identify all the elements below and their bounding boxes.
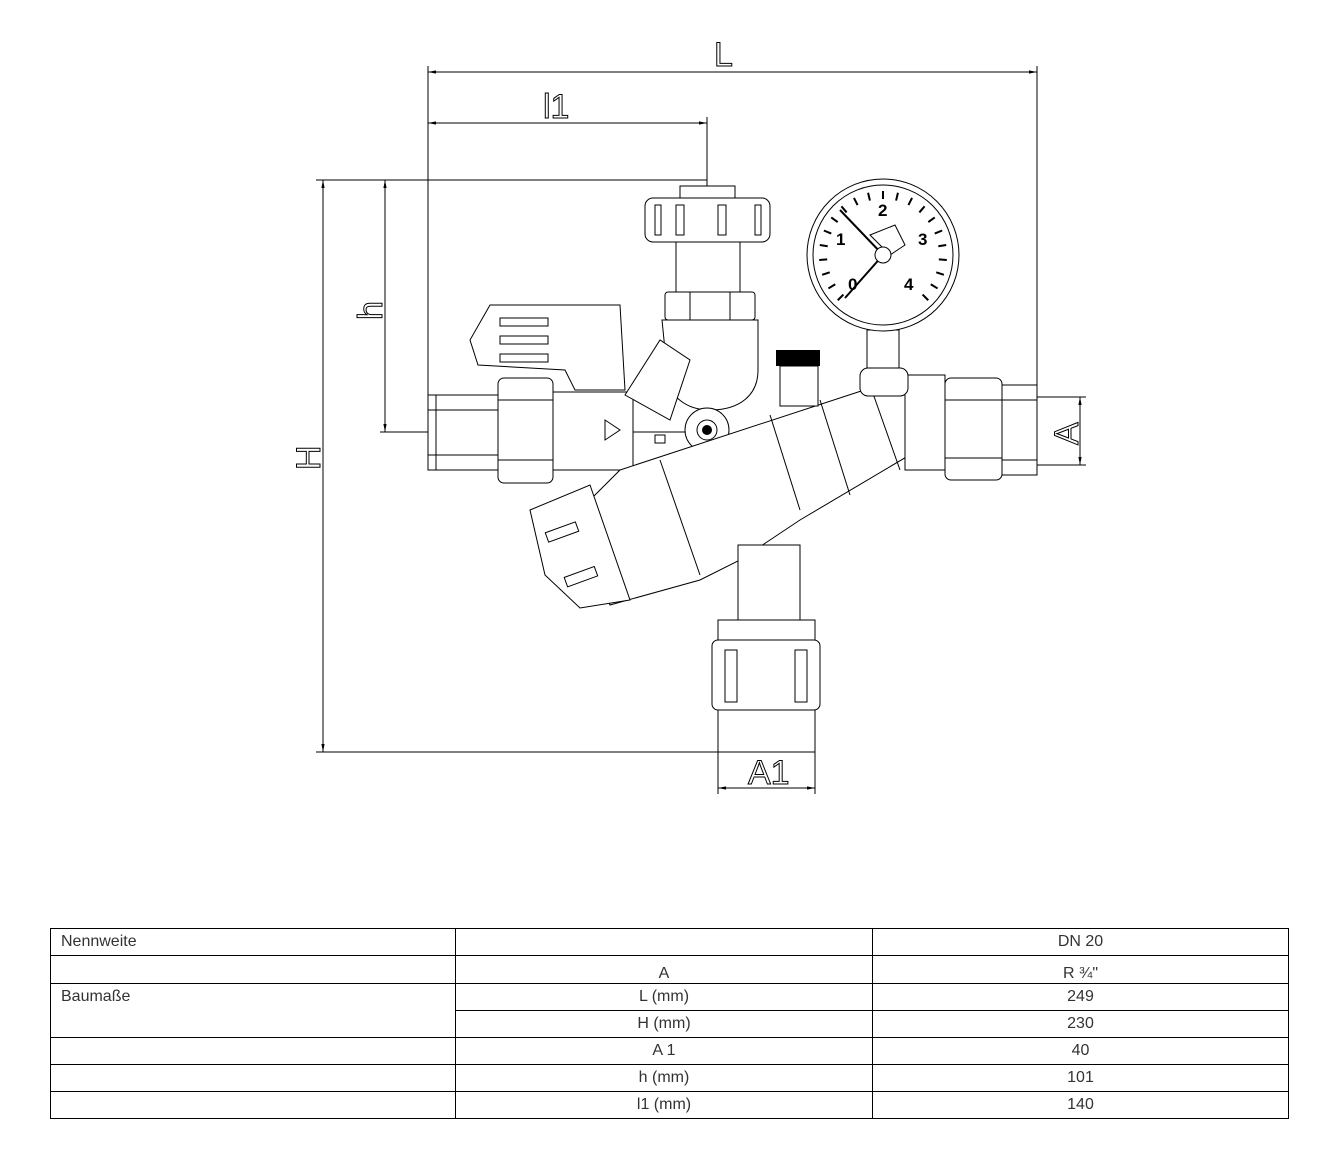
table-row: l1 (mm) 140 bbox=[50, 1091, 1289, 1119]
gauge-number-4: 4 bbox=[904, 275, 914, 294]
gauge-tick bbox=[895, 192, 899, 201]
table-cell: A 1 bbox=[455, 1037, 873, 1065]
gauge-tick bbox=[821, 271, 831, 276]
dimension-label-H: H bbox=[290, 445, 328, 470]
gauge-number-0: 0 bbox=[848, 275, 857, 294]
table-cell: H (mm) bbox=[455, 1010, 873, 1038]
table-cell bbox=[50, 1091, 456, 1119]
gauge-tick bbox=[938, 258, 947, 262]
gauge-tick bbox=[927, 216, 936, 223]
table-cell bbox=[50, 1064, 456, 1092]
pressure-gauge: 0 1 2 3 4 bbox=[806, 178, 960, 332]
table-cell bbox=[50, 1037, 456, 1065]
gauge-tick bbox=[918, 205, 926, 214]
table-cell: 101 bbox=[872, 1064, 1289, 1092]
gauge-tick bbox=[830, 216, 839, 223]
dimension-label-A: A bbox=[1048, 422, 1086, 445]
table-cell: DN 20 bbox=[872, 928, 1289, 956]
table-cell: 140 bbox=[872, 1091, 1289, 1119]
gauge-tick bbox=[935, 271, 945, 276]
dimension-L: L bbox=[427, 36, 1038, 400]
gauge-tick bbox=[938, 244, 947, 248]
gauge-tick bbox=[867, 192, 871, 201]
table-cell: Baumaße bbox=[50, 983, 456, 1038]
gauge-number-1: 1 bbox=[836, 230, 845, 249]
gauge-tick bbox=[823, 229, 832, 235]
gauge-tick bbox=[930, 283, 939, 290]
gauge-tick bbox=[819, 244, 828, 248]
gauge-number-3: 3 bbox=[918, 230, 927, 249]
valve-technical-drawing: L l1 H h A A1 bbox=[290, 36, 1087, 794]
gauge-tick bbox=[827, 283, 836, 290]
gauge-tick bbox=[921, 293, 929, 301]
gauge-tick bbox=[840, 205, 848, 214]
table-cell: L (mm) bbox=[455, 983, 873, 1011]
table-row: h (mm) 101 bbox=[50, 1064, 1289, 1092]
table-cell: 40 bbox=[872, 1037, 1289, 1065]
gauge-tick bbox=[819, 258, 828, 262]
table-cell: R ¾" bbox=[872, 955, 1289, 984]
gauge-tick bbox=[934, 229, 943, 235]
table-cell: h (mm) bbox=[455, 1064, 873, 1092]
gauge-tick bbox=[837, 293, 845, 301]
table-cell: 230 bbox=[872, 1010, 1289, 1038]
table-row: Nennweite DN 20 bbox=[50, 928, 1289, 956]
table-cell: A bbox=[455, 955, 873, 984]
dimension-A: A bbox=[1030, 396, 1087, 466]
dimension-label-h: h bbox=[352, 301, 390, 320]
table-cell bbox=[455, 928, 873, 956]
gauge-number-2: 2 bbox=[878, 201, 887, 220]
valve-assembly bbox=[427, 185, 1038, 753]
dimension-label-L: L bbox=[714, 36, 733, 74]
table-row: Baumaße L (mm) 249 bbox=[50, 983, 1289, 1038]
gauge-tick bbox=[853, 197, 859, 206]
dimension-A1: A1 bbox=[717, 752, 816, 794]
dimensions-table: Nennweite DN 20 A R ¾" Baumaße L (mm) 24… bbox=[50, 928, 1289, 1119]
dimension-label-A1: A1 bbox=[748, 754, 790, 792]
table-cell: 249 bbox=[872, 983, 1289, 1011]
dimension-H: H bbox=[290, 179, 720, 753]
table-cell: Nennweite bbox=[50, 928, 456, 956]
table-row: H (mm) 230 bbox=[51, 1010, 1289, 1038]
table-cell: l1 (mm) bbox=[455, 1091, 873, 1119]
dimension-l1: l1 bbox=[428, 88, 708, 460]
table-cell bbox=[50, 955, 456, 984]
table-row: A 1 40 bbox=[50, 1037, 1289, 1065]
gauge-tick bbox=[907, 197, 913, 206]
table-row: A R ¾" bbox=[50, 955, 1289, 984]
dimension-label-l1: l1 bbox=[543, 88, 569, 126]
